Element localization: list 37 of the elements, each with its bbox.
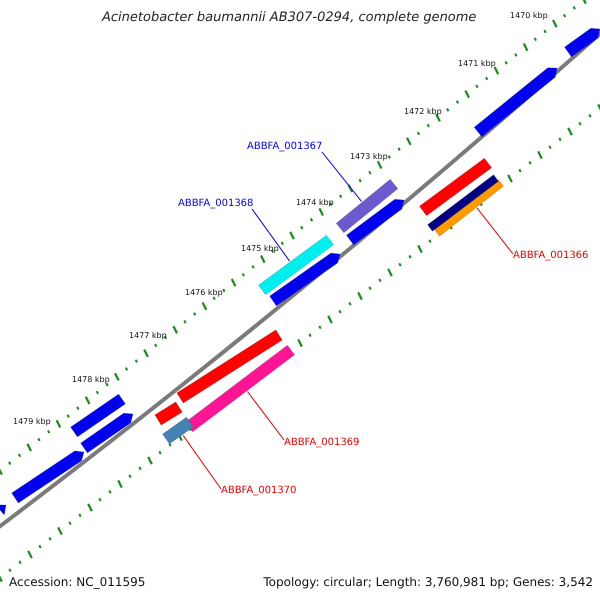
gene-bar bbox=[269, 252, 340, 306]
gene-bar bbox=[0, 504, 6, 516]
tick-label: 1476 kbp bbox=[185, 289, 223, 297]
gene-label: ABBFA_001370 bbox=[221, 486, 296, 496]
accession-text: Accession: NC_011595 bbox=[9, 576, 146, 588]
tick-label: 1471 kbp bbox=[458, 60, 496, 68]
tick-label: 1479 kbp bbox=[13, 418, 51, 426]
gene-bar bbox=[80, 412, 134, 454]
leader-line bbox=[322, 152, 362, 202]
tick-label: 1472 kbp bbox=[404, 108, 442, 116]
tick-label: 1477 kbp bbox=[129, 332, 167, 340]
gene-label: ABBFA_001367 bbox=[247, 142, 322, 152]
gene-label: ABBFA_001368 bbox=[178, 199, 254, 209]
tick-label: 1474 kbp bbox=[296, 199, 334, 207]
gene-bar bbox=[474, 67, 558, 138]
leader-line bbox=[476, 208, 514, 254]
map-title: Acinetobacter baumannii AB307-0294, complete genome bbox=[102, 11, 476, 24]
gene-bar bbox=[11, 450, 85, 504]
gene-bar bbox=[564, 28, 600, 58]
leader-line bbox=[182, 434, 222, 490]
gene-label: ABBFA_001369 bbox=[284, 438, 360, 448]
gene-bar bbox=[162, 416, 194, 444]
tick-label: 1475 kbp bbox=[241, 245, 279, 253]
gene-bar bbox=[336, 178, 398, 234]
gene-bar bbox=[154, 401, 183, 426]
gene-bar bbox=[427, 174, 499, 232]
leader-line bbox=[252, 208, 290, 262]
gene-bar bbox=[70, 394, 126, 438]
gene-bar bbox=[418, 158, 492, 216]
gene-bar bbox=[346, 198, 404, 246]
tick-label: 1473 kbp bbox=[350, 153, 388, 161]
leader-line bbox=[246, 391, 284, 440]
gene-label: ABBFA_001366 bbox=[513, 251, 588, 261]
tick-label: 1470 kbp bbox=[510, 12, 548, 20]
tick-label: 1478 kbp bbox=[72, 376, 110, 384]
genome-stats-text: Topology: circular; Length: 3,760,981 bp; Genes: 3,542 bbox=[263, 576, 593, 588]
gene-bar bbox=[176, 329, 283, 404]
